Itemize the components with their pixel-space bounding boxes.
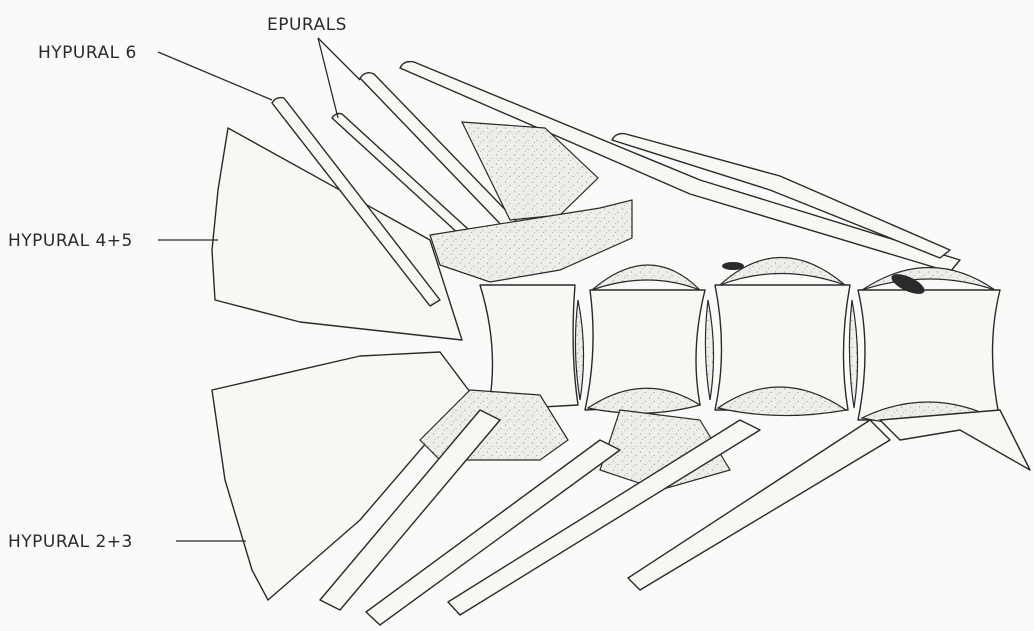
- vertebra-3-top: [720, 258, 845, 286]
- neural-spine-rod-2: [612, 134, 950, 258]
- foramen-1: [722, 262, 744, 270]
- label-hypural-4-5: HYPURAL 4+5: [8, 231, 133, 251]
- intervertebral-1: [575, 300, 583, 400]
- caudal-ventral-process: [880, 410, 1030, 470]
- label-epurals: EPURALS: [267, 15, 347, 35]
- intervertebral-2: [705, 300, 713, 400]
- intervertebral-3: [849, 300, 857, 408]
- vertebra-4-top: [862, 268, 995, 291]
- vertebra-4: [858, 290, 1000, 420]
- vertebra-2-top: [592, 265, 700, 290]
- leader-epurals-b: [318, 38, 338, 118]
- label-hypural-2-3: HYPURAL 2+3: [8, 532, 133, 552]
- leader-epurals-a: [318, 38, 360, 80]
- leader-hypural-6: [158, 52, 272, 100]
- hypural-4-5: [212, 128, 462, 340]
- label-hypural-6: HYPURAL 6: [38, 43, 137, 63]
